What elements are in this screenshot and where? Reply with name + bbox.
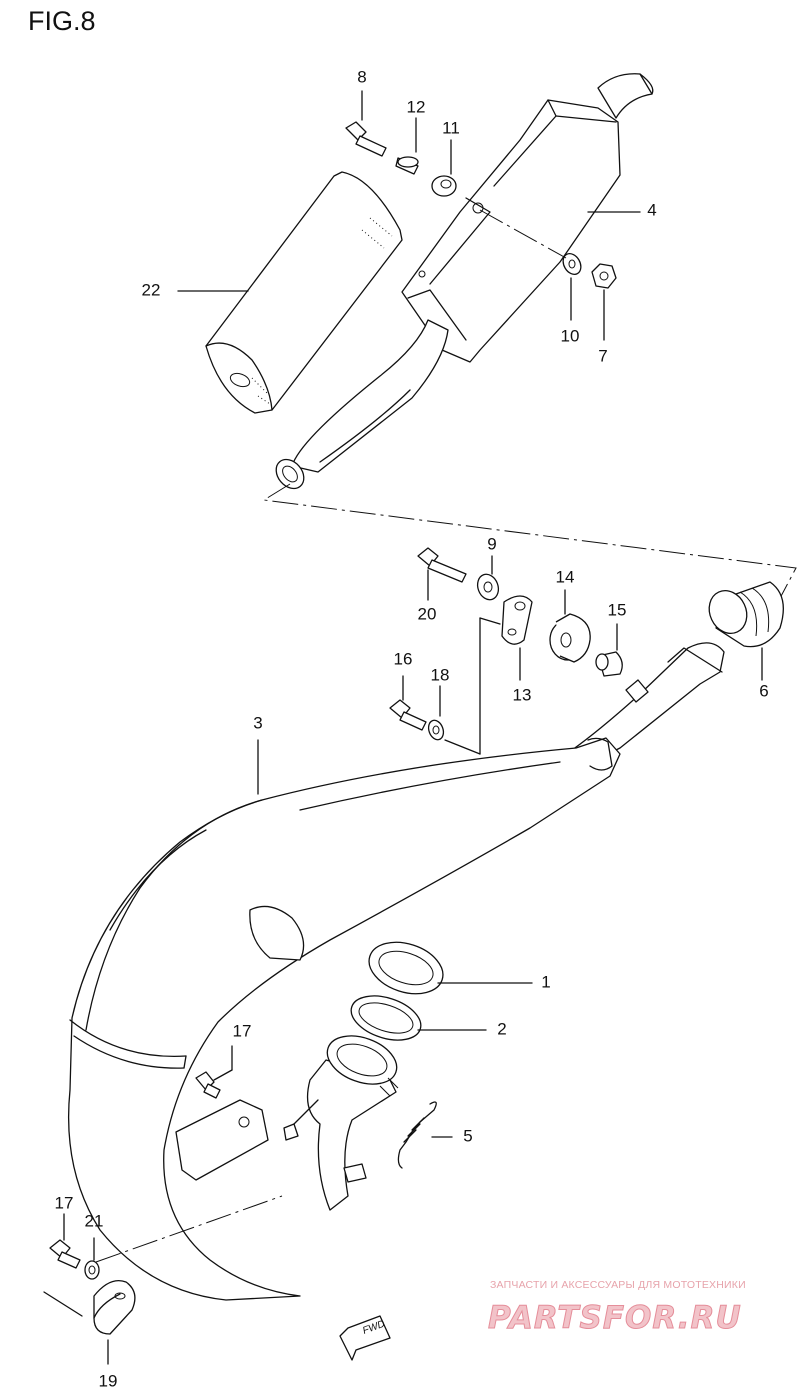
bolt-part-16 [389, 675, 427, 731]
part-label-19: 19 [99, 1371, 118, 1390]
part-label-4: 4 [647, 200, 656, 219]
muffler-part-4 [275, 73, 654, 490]
damper-part-14 [549, 589, 591, 663]
part-label-16: 16 [394, 649, 413, 668]
collar-part-15 [595, 623, 623, 677]
cap-part-19 [93, 1279, 136, 1365]
washer-part-18 [427, 685, 445, 741]
washer-part-9 [476, 555, 500, 601]
watermark-tagline: ЗАПЧАСТИ И АКСЕССУАРЫ ДЛЯ МОТОТЕХНИКИ [490, 1279, 746, 1291]
part-label-8: 8 [357, 67, 366, 86]
part-label-7: 7 [598, 346, 607, 365]
fwd-direction-arrow: FWD [339, 1315, 391, 1361]
bolt-part-8 [345, 90, 387, 157]
part-label-14: 14 [556, 567, 575, 586]
nut-part-7 [591, 263, 617, 341]
part-label-6: 6 [759, 681, 768, 700]
part-label-17-lower: 17 [55, 1193, 74, 1212]
spring-part-5 [397, 1101, 453, 1169]
part-labels: 8 12 11 4 22 10 7 9 14 20 15 16 18 13 6 … [55, 67, 769, 1390]
muffler-cover-part-22 [205, 171, 403, 414]
bolt-part-17-upper [195, 1045, 233, 1099]
grommet-part-11 [431, 139, 457, 197]
figure-title: FIG.8 [28, 6, 96, 36]
part-label-10: 10 [561, 326, 580, 345]
part-label-9: 9 [487, 534, 496, 553]
part-label-5: 5 [463, 1126, 472, 1145]
gasket-part-2 [350, 995, 487, 1041]
part-label-15: 15 [608, 600, 627, 619]
bolt-part-20 [417, 547, 467, 601]
part-label-20: 20 [418, 604, 437, 623]
part-label-11: 11 [442, 118, 460, 137]
part-label-22: 22 [142, 280, 161, 299]
bracket-part-13 [501, 595, 533, 681]
bolt-part-17-lower [49, 1213, 81, 1269]
washer-part-10 [562, 253, 582, 321]
part-label-2: 2 [497, 1019, 506, 1038]
washer-part-21 [84, 1237, 100, 1280]
collar-part-12 [395, 117, 419, 175]
part-label-1: 1 [541, 972, 550, 991]
part-label-18: 18 [431, 665, 450, 684]
seal-part-6 [708, 581, 784, 681]
gasket-part-1 [368, 941, 533, 995]
part-label-21: 21 [85, 1211, 104, 1230]
expansion-chamber-part-3 [67, 642, 725, 1301]
part-label-3: 3 [253, 713, 262, 732]
part-label-17-upper: 17 [233, 1021, 252, 1040]
part-label-12: 12 [407, 97, 426, 116]
part-label-13: 13 [513, 685, 532, 704]
watermark-logo: PARTSFOR.RU [488, 1300, 742, 1337]
